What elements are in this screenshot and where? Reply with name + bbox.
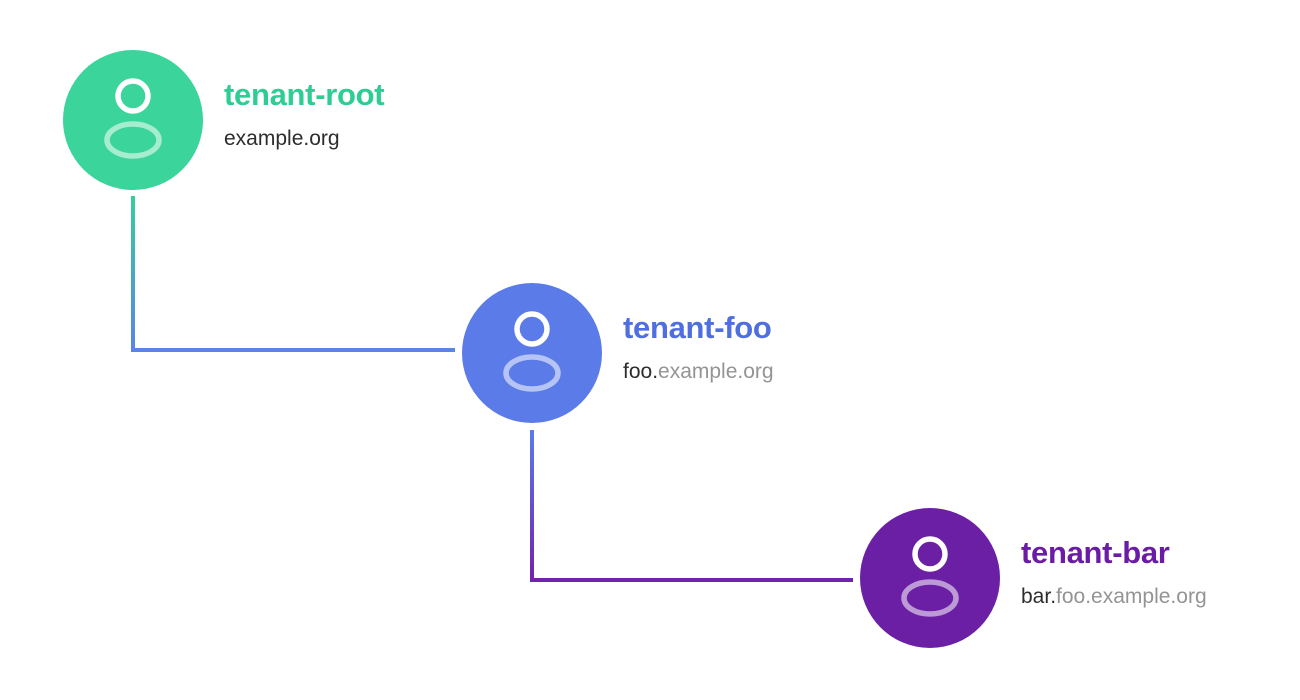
tenant-foo-avatar (462, 283, 602, 423)
domain-own: bar. (1021, 585, 1057, 608)
tenant-bar-text: tenant-bar bar.foo.example.org (1021, 535, 1207, 610)
user-icon (104, 78, 162, 159)
tenant-root-avatar (63, 50, 203, 190)
domain-own: foo. (623, 360, 659, 383)
domain-parent: example.org (658, 360, 774, 383)
tenant-root-name: tenant-root (224, 77, 385, 112)
tenant-foo-name: tenant-foo (623, 310, 772, 345)
tenant-foo-domain: foo.example.org (623, 359, 774, 385)
connector-root-to-foo (131, 196, 455, 352)
tenant-bar-avatar (860, 508, 1000, 648)
tenant-bar-domain: bar.foo.example.org (1021, 584, 1207, 610)
tenant-root-domain: example.org (224, 126, 384, 152)
user-icon (901, 536, 959, 617)
domain-own: example.org (224, 127, 340, 150)
connector-foo-to-bar (530, 430, 853, 582)
domain-parent: foo.example.org (1056, 585, 1207, 608)
user-icon (503, 311, 561, 392)
tenant-bar-name: tenant-bar (1021, 535, 1170, 570)
tenant-foo-text: tenant-foo foo.example.org (623, 310, 774, 385)
tenant-root-text: tenant-root example.org (224, 77, 385, 152)
